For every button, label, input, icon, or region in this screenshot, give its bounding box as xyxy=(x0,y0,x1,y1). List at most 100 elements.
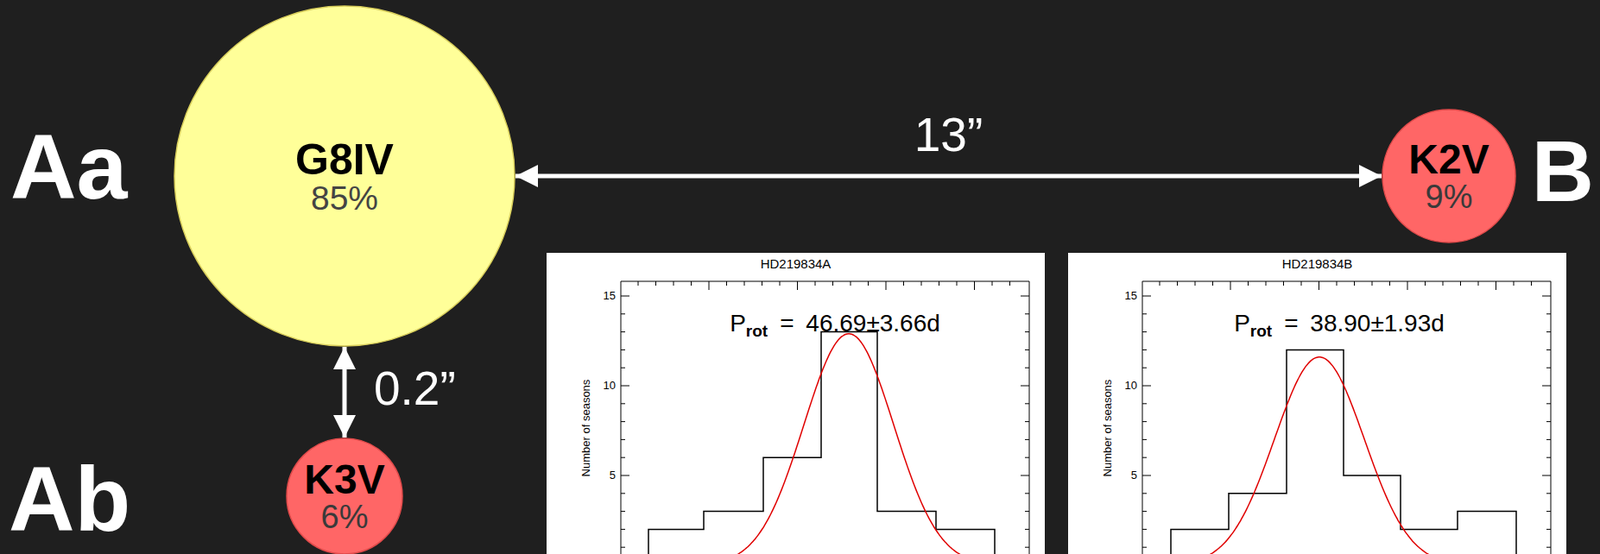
tick-mark xyxy=(620,313,626,315)
tick-mark xyxy=(1024,331,1030,333)
tick-mark xyxy=(620,547,626,549)
tick-mark xyxy=(1230,281,1232,291)
period-symbol: P xyxy=(1233,309,1251,337)
histogram-steps xyxy=(1170,349,1517,554)
tick-mark xyxy=(620,421,626,423)
tick-mark xyxy=(708,281,710,291)
tick-mark xyxy=(620,367,626,369)
component-label: Aa xyxy=(10,120,128,213)
tick-mark xyxy=(620,529,626,531)
star-node: K2V9% xyxy=(1381,108,1517,244)
tick-mark xyxy=(1024,439,1030,441)
period-value: = 38.90±1.93d xyxy=(1283,309,1445,337)
flux-percent: 6% xyxy=(321,500,369,534)
period-subscript: rot xyxy=(1250,322,1272,341)
period-readout: Prot = 38.90±1.93d xyxy=(1166,311,1512,340)
tick-mark xyxy=(921,281,923,286)
axis-label: Number of seasons xyxy=(580,341,592,515)
star-text-stack: G8IV85% xyxy=(173,5,516,348)
tick-mark xyxy=(1142,403,1147,405)
tick-mark xyxy=(1142,313,1147,315)
tick-mark xyxy=(1024,493,1030,494)
period-readout: Prot= 46.69±3.66d xyxy=(662,311,1008,340)
tick-mark xyxy=(620,439,626,441)
tick-mark xyxy=(832,281,834,286)
spectral-type: G8IV xyxy=(295,138,394,182)
plot-frame xyxy=(1142,281,1551,554)
tick-mark xyxy=(1024,403,1030,405)
tick-mark xyxy=(1142,493,1147,494)
plot-panel: HD219834BProt= 38.90±1.93dNumber of seas… xyxy=(1068,252,1567,554)
tick-mark xyxy=(1530,281,1532,286)
period-subscript: rot xyxy=(746,322,768,341)
tick-mark xyxy=(1389,281,1391,286)
star-node: G8IV85% xyxy=(173,5,516,348)
tick-mark xyxy=(938,281,940,286)
tick-label: 5 xyxy=(581,469,616,481)
tick-mark xyxy=(1142,511,1147,513)
tick-mark xyxy=(1212,281,1214,286)
spectral-type: K2V xyxy=(1408,139,1489,181)
tick-mark xyxy=(620,331,626,333)
separation-label: 0.2” xyxy=(373,365,456,413)
tick-mark xyxy=(1142,547,1147,549)
tick-mark xyxy=(1142,367,1147,369)
tick-mark xyxy=(1159,281,1161,286)
tick-label: 10 xyxy=(1102,379,1138,392)
tick-mark xyxy=(690,281,692,286)
period-symbol: P xyxy=(729,309,747,337)
tick-mark xyxy=(1142,457,1147,459)
tick-mark xyxy=(620,475,630,477)
histogram-steps xyxy=(648,332,995,554)
tick-mark xyxy=(1546,331,1551,333)
tick-label: 15 xyxy=(581,290,616,302)
tick-mark xyxy=(1142,475,1151,477)
tick-mark xyxy=(885,281,887,291)
tick-mark xyxy=(1142,421,1147,423)
axis-ticks xyxy=(1142,281,1551,548)
tick-mark xyxy=(1142,385,1151,387)
tick-mark xyxy=(1020,385,1030,387)
tick-mark xyxy=(726,281,728,286)
tick-mark xyxy=(1024,511,1030,513)
plot-area xyxy=(1142,349,1550,554)
tick-mark xyxy=(1542,385,1551,387)
tick-mark xyxy=(1142,439,1147,441)
tick-mark xyxy=(1546,493,1551,494)
star-disc xyxy=(174,6,515,347)
tick-mark xyxy=(1024,349,1030,351)
tick-mark xyxy=(673,281,675,286)
component-label: B xyxy=(1531,127,1594,215)
star-disc xyxy=(286,438,403,554)
tick-mark xyxy=(620,493,626,494)
tick-label: 10 xyxy=(581,379,616,392)
tick-mark xyxy=(1460,281,1461,286)
star-disc xyxy=(1382,109,1516,243)
gaussian-fit xyxy=(620,334,1029,554)
star-node: K3V6% xyxy=(285,437,404,554)
tick-mark xyxy=(1353,281,1355,286)
tick-mark xyxy=(1024,313,1030,315)
tick-mark xyxy=(1318,281,1320,291)
tick-mark xyxy=(1546,403,1551,405)
tick-mark xyxy=(1024,421,1030,423)
tick-mark xyxy=(638,281,639,286)
tick-mark xyxy=(1142,349,1147,351)
separation-arrow xyxy=(515,174,1382,179)
tick-mark xyxy=(850,281,852,286)
plot-frame xyxy=(620,281,1030,554)
tick-mark xyxy=(1407,281,1409,291)
tick-mark xyxy=(1546,439,1551,441)
tick-mark xyxy=(1495,281,1497,291)
tick-mark xyxy=(1424,281,1426,286)
tick-mark xyxy=(620,296,630,298)
tick-mark xyxy=(1546,313,1551,315)
tick-mark xyxy=(1024,367,1030,369)
histogram-plot xyxy=(1068,252,1567,554)
tick-mark xyxy=(744,281,746,286)
tick-mark xyxy=(1301,281,1303,286)
flux-percent: 9% xyxy=(1425,180,1474,214)
tick-mark xyxy=(1546,457,1551,459)
gaussian-fit xyxy=(1142,357,1550,554)
